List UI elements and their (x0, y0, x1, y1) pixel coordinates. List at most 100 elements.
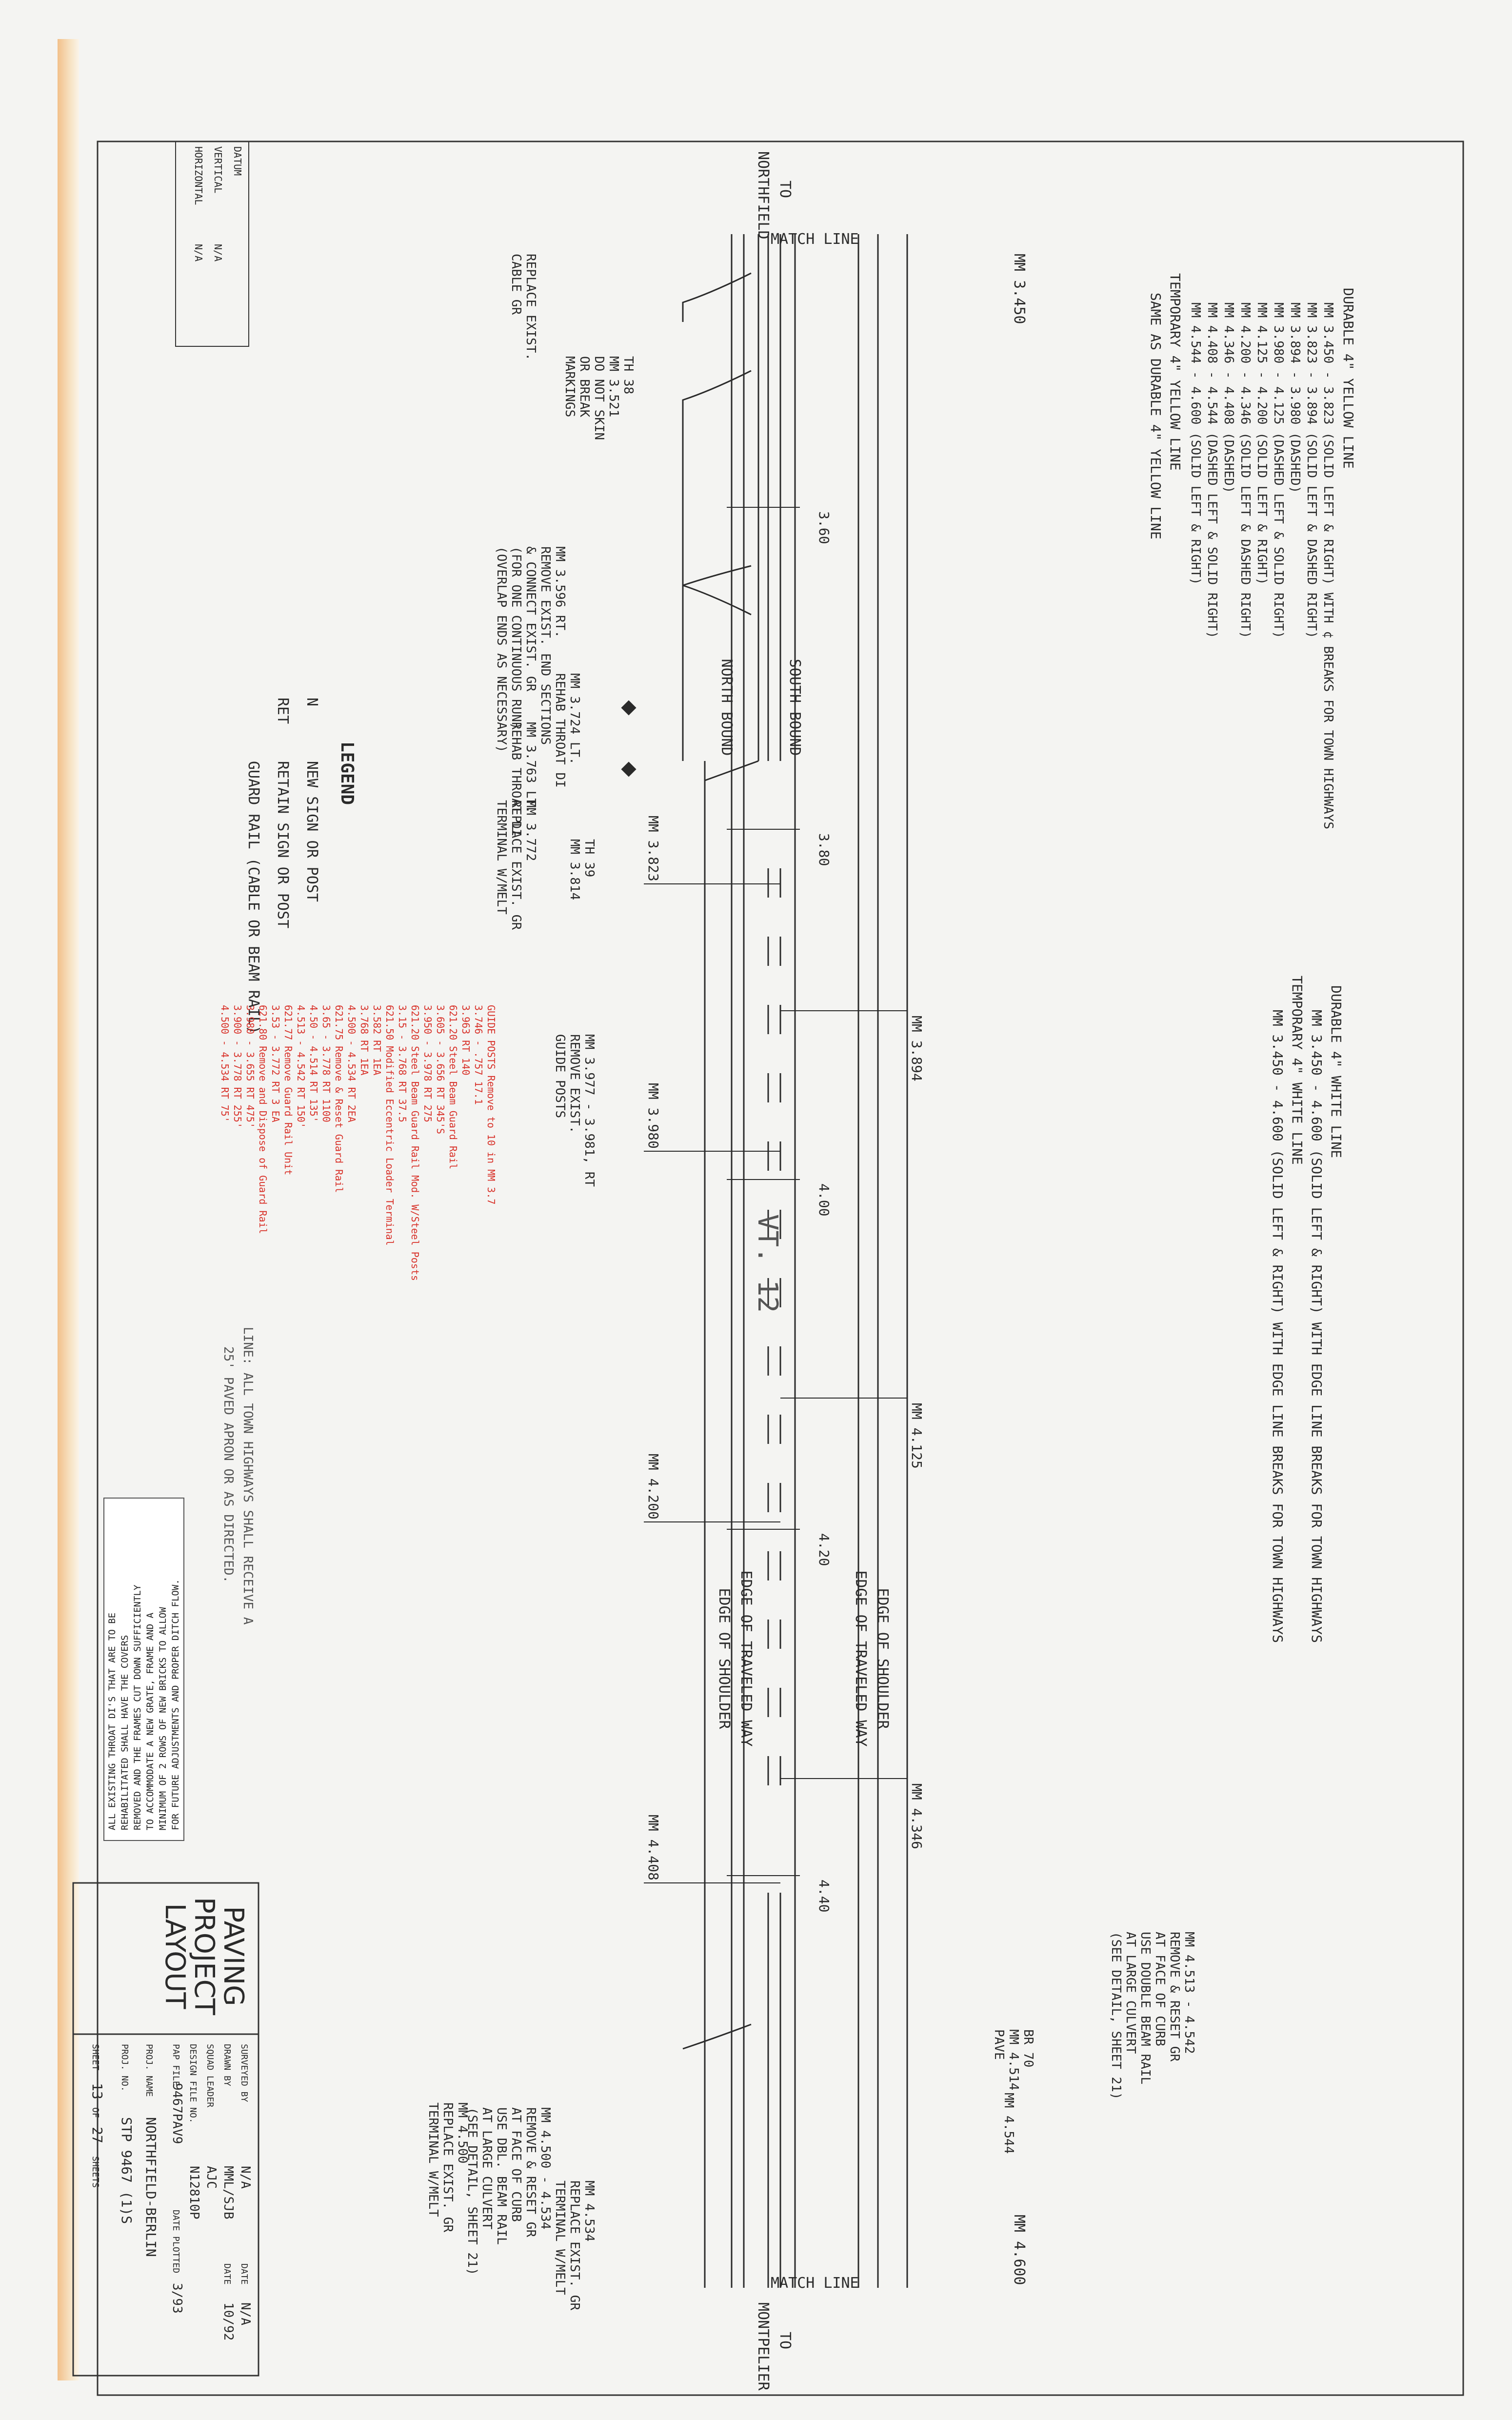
sheets-total: 27 (89, 2127, 105, 2143)
legend-text: GUARD RAIL (CABLE OR BEAM RAIL) (245, 761, 262, 1034)
edge-of-traveled-way-top: EDGE OF TRAVELED WAY (852, 1570, 869, 1746)
proj-name-label: PROJ. NAME (144, 2044, 154, 2097)
edge-of-shoulder-bottom: EDGE OF SHOULDER (716, 1588, 733, 1730)
callout-mm-4513: (SEE DETAIL, SHEET 21) (1109, 1932, 1123, 2100)
squad-leader-value: AJC (204, 2166, 219, 2189)
callout-mm-4500-4534: AT LARGE CULVERT (479, 2107, 494, 2230)
scan-edge-strip (58, 39, 79, 2380)
yellow-line-row: MM 4.200 - 4.346 (SOLID LEFT & DASHED RI… (1238, 302, 1253, 639)
to-northfield-2: NORTHFIELD (755, 151, 772, 240)
yellow-line-row: MM 3.823 - 3.894 (SOLID LEFT & DASHED RI… (1304, 302, 1319, 639)
white-line-title: DURABLE 4" WHITE LINE (1328, 985, 1344, 1158)
station-label: 4.20 (816, 1533, 832, 1566)
north-bound-label: NORTH BOUND (718, 659, 735, 756)
temp-white-title: TEMPORARY 4" WHITE LINE (1289, 976, 1305, 1165)
callout-mm-4500: MM 4.500 (455, 2102, 470, 2163)
plotted-label: DATE PLOTTED (171, 2210, 181, 2273)
callout-mm-3596: & CONNECT EXIST. GR (523, 546, 538, 692)
sheet-label: SHEET (90, 2044, 100, 2070)
callout-mm-4500: REPLACE EXIST. GR (440, 2102, 455, 2232)
datum-horizontal-value: N/A (193, 244, 204, 261)
plotted-value: 3/93 (170, 2283, 184, 2314)
red-handwritten-note: 4.513 - 4.542 RT 150' (295, 1005, 307, 1128)
callout-mm-4500-4534: USE DBL. BEAM RAIL (494, 2107, 509, 2245)
match-line-left: MATCH LINE (771, 231, 859, 248)
callout-mm-4534: MM 4.534 (582, 2180, 597, 2241)
callout-mm-4500-4534: AT FACE OF CURB (509, 2107, 523, 2222)
match-line-right: MATCH LINE (771, 2275, 859, 2292)
callout-br70: MM 4.514 (1006, 2029, 1021, 2090)
yellow-line-row: MM 4.125 - 4.200 (SOLID LEFT & RIGHT) (1254, 302, 1269, 585)
south-bound-label: SOUTH BOUND (786, 659, 803, 756)
of-label: OF (90, 2107, 100, 2118)
title-block: PAVING PROJECT LAYOUT SURVEYED BY N/A DA… (72, 1882, 259, 2377)
station-label: 4.40 (816, 1880, 832, 1912)
callout-mm-4513: AT LARGE CULVERT (1123, 1932, 1138, 2054)
drawn-by-label: DRAWN BY (222, 2044, 232, 2086)
red-handwritten-note: 3.963 RT 140 (460, 1005, 472, 1076)
town-highway-note-2: 25' PAVED APRON OR AS DIRECTED. (221, 1346, 236, 1583)
sheets-label: SHEETS (90, 2156, 100, 2188)
legend-text: RETAIN SIGN OR POST (274, 761, 291, 928)
callout-mm-4500-4534: MM 4.500 - 4.534 (538, 2107, 553, 2229)
callout-mm-3977: REMOVE EXIST. (567, 1034, 582, 1134)
red-handwritten-note: 3.950 - 3.978 RT 275 (422, 1005, 434, 1122)
callout-th39: MM 3.814 (567, 839, 582, 900)
callout-mm-4513: AT FACE OF CURB (1153, 1932, 1167, 2046)
callout-th38: MARKINGS (562, 356, 577, 417)
to-montpelier-1: TO (776, 2332, 794, 2349)
callout-th38: OR BREAK (577, 356, 592, 418)
guard-rail-curves (682, 272, 752, 2050)
mm-bottom-label: MM 4.408 (645, 1815, 661, 1880)
red-handwritten-note: 621.50 Modified Eccentric Loader Termina… (384, 1005, 396, 1246)
title-line-1: PAVING (218, 1906, 249, 2006)
legend-key: N (303, 698, 320, 706)
callout-mm-3772: TERMINAL W/MELT (494, 800, 509, 915)
design-file-value: N12810P (187, 2166, 201, 2220)
callout-mm-4534: TERMINAL W/MELT (553, 2180, 567, 2295)
callout-th39: TH 39 (582, 839, 597, 877)
town-highway-note: LINE: ALL TOWN HIGHWAYS SHALL RECEIVE A (240, 1327, 255, 1625)
mm-3450-label: MM 3.450 (1011, 254, 1028, 324)
callout-th38: TH 38 (621, 356, 636, 394)
road-centerlines (704, 234, 908, 2288)
mm-top-label: MM 4.346 (909, 1783, 925, 1849)
callout-mm-3596: MM 3.596 RT. (553, 546, 567, 638)
callout-replace-cable: REPLACE EXIST. (523, 254, 538, 360)
sheet-border (97, 140, 1464, 2396)
callout-br70: BR 70 (1021, 2029, 1035, 2067)
callout-replace-cable: CABLE GR (509, 254, 523, 315)
sheet-value: 13 (89, 2083, 105, 2100)
red-handwritten-note: 621.80 Remove and Dispose of Guard Rail (257, 1005, 269, 1234)
callout-br70: PAVE (992, 2029, 1006, 2060)
edge-of-traveled-way-bottom: EDGE OF TRAVELED WAY (737, 1570, 755, 1746)
red-handwritten-note: 3.746 - .757 17.1 (473, 1005, 484, 1105)
yellow-line-row: MM 4.544 - 4.600 (SOLID LEFT & RIGHT) (1188, 302, 1203, 585)
throat-di-note-text: ALL EXISTING THROAT DI'S THAT ARE TO BE … (107, 1579, 181, 1830)
station-label: 4.00 (816, 1183, 832, 1216)
callout-mm-3596: REMOVE EXIST. END SECTIONS (538, 546, 553, 745)
mm-top-label: MM 4.125 (909, 1403, 925, 1469)
pap-file-label: PAP FILE (171, 2044, 181, 2086)
surveyed-by-label: SURVEYED BY (239, 2044, 249, 2102)
to-northfield-1: TO (776, 180, 794, 198)
to-montpelier-2: MONTPELIER (755, 2302, 772, 2391)
mm-top-label: MM 3.894 (909, 1016, 925, 1081)
callout-mm-3596: (OVERLAP ENDS AS NECESSARY) (494, 546, 509, 753)
mm-4600-label: MM 4.600 (1011, 2215, 1028, 2285)
datum-horizontal: HORIZONTAL (193, 146, 204, 205)
date-label-1: DATE (239, 2263, 249, 2284)
red-handwritten-note: GUIDE POSTS Remove to 10 in MM 3.7 (485, 1005, 497, 1204)
red-handwritten-note: 621.75 Remove & Reset Guard Rail (333, 1005, 345, 1193)
edge-of-shoulder-top: EDGE OF SHOULDER (874, 1588, 891, 1730)
red-handwritten-note: 3.768 RT 1EA (358, 1005, 370, 1076)
red-handwritten-note: 3.53 - 3.772 RT 3 EA (270, 1005, 281, 1122)
design-file-label: DESIGN FILE NO. (188, 2044, 198, 2123)
red-handwritten-note: 621.77 Remove Guard Rail Unit (282, 1005, 294, 1175)
legend-text: NEW SIGN OR POST (303, 761, 320, 902)
red-handwritten-note: 3.65 - 3.778 RT 1100 (320, 1005, 332, 1122)
temp-yellow-note: SAME AS DURABLE 4" YELLOW LINE (1148, 293, 1164, 540)
yellow-line-notes: DURABLE 4" YELLOW LINE TEMPORARY 4" YELL… (1148, 273, 1356, 1643)
